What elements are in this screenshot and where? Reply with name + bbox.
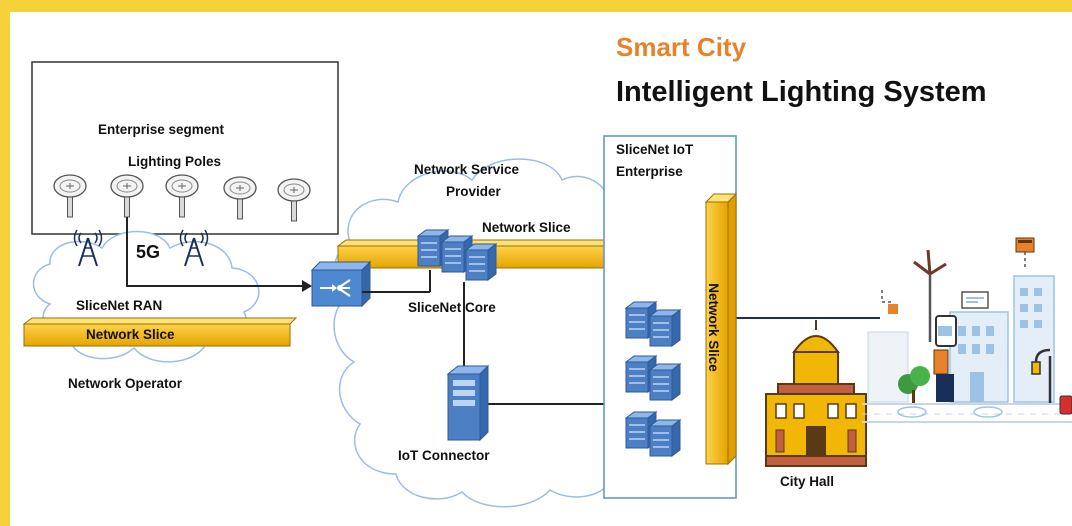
city-hall-label: City Hall [780,474,835,489]
enterprise-segment-label: Enterprise segment [98,122,225,137]
5g-link-arrow [126,217,302,287]
title-line-intelligent-lighting: Intelligent Lighting System [616,76,987,108]
network-operator-label: Network Operator [68,376,183,391]
network-service-provider-label-line2: Provider [446,184,501,199]
enterprise-server-icon [649,419,681,457]
city-hall-icon [765,320,867,467]
core-server-icon [465,243,497,281]
iot-enterprise-label-line1: SliceNet IoT [616,142,694,157]
smart-city-illustration [862,237,1072,423]
iot-connector-server-icon [446,364,490,442]
network-service-provider-label-line1: Network Service [414,162,520,177]
core-network-slice-label: Network Slice [482,220,571,235]
iot-network-slice-label: Network Slice [705,283,721,372]
title-line-smart-city: Smart City [616,32,747,62]
5g-label: 5G [136,242,161,262]
slicenet-ran-label: SliceNet RAN [76,298,163,313]
enterprise-server-icon [649,309,681,347]
iot-network-slice-bar [704,192,738,466]
lighting-poles-label: Lighting Poles [128,154,221,169]
diagram-canvas: Smart City Intelligent Lighting System E… [10,12,1072,526]
iot-connector-label: IoT Connector [398,448,490,463]
router-icon [310,260,372,308]
iot-enterprise-label-line2: Enterprise [616,164,683,179]
slicenet-core-label: SliceNet Core [408,300,496,315]
arrow-head-icon [302,280,312,292]
enterprise-server-icon [649,363,681,401]
ran-network-slice-label: Network Slice [86,327,175,342]
ran-network-slice-bar [22,317,298,347]
